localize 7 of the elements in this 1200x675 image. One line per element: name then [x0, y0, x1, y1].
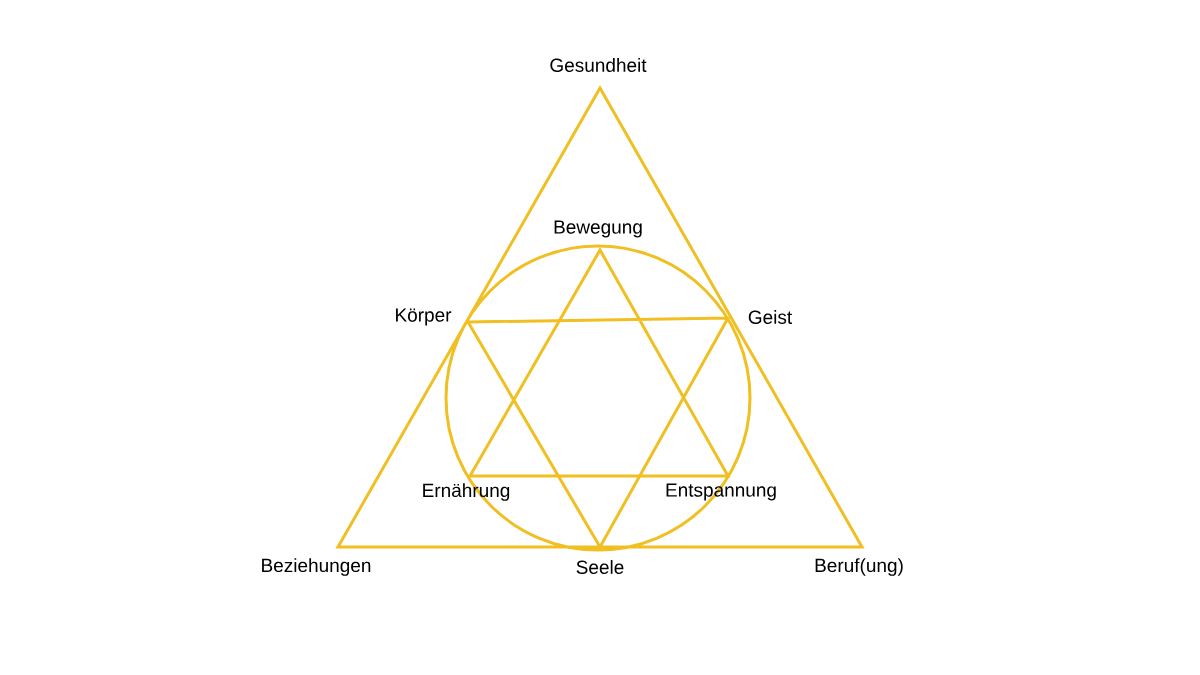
- vertex-label: Bewegung: [554, 220, 642, 238]
- vertex-label: Beziehungen: [262, 558, 371, 576]
- vertex-label: Geist: [748, 310, 793, 324]
- vertex-label: Seele: [576, 560, 624, 574]
- vertex-label: Körper: [396, 308, 452, 326]
- vertex-label: Beruf(ung): [815, 558, 903, 576]
- vertex-label: Gesundheit: [550, 58, 647, 72]
